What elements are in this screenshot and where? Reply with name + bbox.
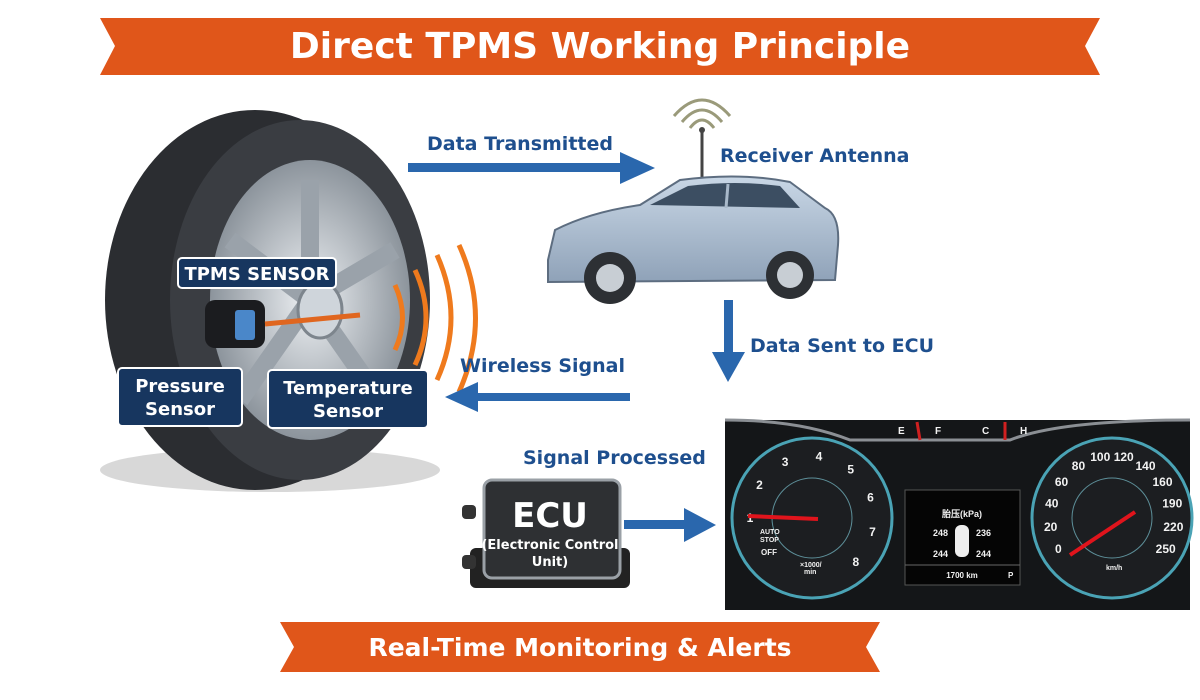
front-left-pressure: 248 [933,528,948,538]
temp-c: C [982,426,989,437]
fuel-e: E [898,426,905,437]
pressure-sensor-label: Pressure Sensor [117,367,243,427]
speed-tick-label: 0 [1055,542,1062,556]
tach-tick-label: 6 [867,491,874,505]
page-title: Direct TPMS Working Principle [290,26,910,67]
tire-pressure-title: 胎压(kPa) [941,508,982,519]
signal-processed-label: Signal Processed [523,447,706,469]
instrument-cluster: E F C H 12345678 AUTO STOP OFF ×1000/ mi… [724,418,1194,610]
receiver-antenna-label: Receiver Antenna [720,145,910,167]
ecu-title: ECU [512,496,588,536]
speed-tick-label: 220 [1163,520,1183,534]
auto-stop-2: STOP [760,537,779,544]
auto-stop-1: AUTO [760,529,780,536]
speed-tick-label: 100 [1090,450,1110,464]
rear-left-pressure: 244 [933,549,948,559]
title-banner: Direct TPMS Working Principle [100,18,1100,75]
temperature-sensor-label: Temperature Sensor [267,369,429,429]
tach-tick-label: 5 [847,463,854,477]
speed-tick-label: 60 [1055,475,1069,489]
tachometer: 12345678 AUTO STOP OFF ×1000/ min [730,436,894,600]
speed-tick-label: 140 [1136,459,1156,473]
speed-tick-label: 80 [1072,459,1086,473]
fuel-f: F [935,426,941,437]
pressure-sensor-text-2: Sensor [145,399,215,420]
odometer: 1700 km [946,571,978,580]
ecu-to-dashboard-arrow-icon [624,508,716,542]
tach-tick-label: 4 [816,449,823,463]
tach-unit-1: ×1000/ [800,562,822,569]
tpms-sensor-text: TPMS SENSOR [184,264,329,285]
speed-tick-label: 190 [1162,496,1182,510]
ecu-subtitle-1: (Electronic Control [481,538,618,553]
tach-tick-label: 2 [756,478,763,492]
left-arrow-icon [445,382,630,412]
temp-h: H [1020,426,1027,437]
tach-unit-2: min [804,569,816,576]
down-arrow-icon [712,300,745,382]
tach-tick-label: 8 [852,555,859,569]
wireless-signal-label: Wireless Signal [460,355,625,377]
right-arrow-icon [408,152,655,184]
temperature-sensor-text-1: Temperature [283,378,412,399]
pressure-sensor-text-1: Pressure [135,376,225,397]
tpms-sensor-device [205,300,361,348]
rear-right-pressure: 244 [976,549,991,559]
speed-tick-label: 20 [1044,520,1058,534]
footer-title: Real-Time Monitoring & Alerts [368,633,791,662]
auto-stop-off: OFF [761,548,777,557]
tire-pressure-display: 胎压(kPa) 248 236 244 244 1700 km P [904,489,1021,586]
footer-banner: Real-Time Monitoring & Alerts [280,622,880,672]
ecu-subtitle-2: Unit) [532,555,568,570]
speed-tick-label: 250 [1156,542,1176,556]
antenna-icon [672,98,732,178]
ecu-module: ECU (Electronic Control Unit) [462,478,630,588]
car-illustration [547,175,840,304]
tpms-sensor-label: TPMS SENSOR [177,257,337,289]
wireless-waves-icon [392,243,478,394]
car-top-view-icon [955,525,969,557]
gear-indicator: P [1008,571,1014,580]
temperature-sensor-text-2: Sensor [313,401,383,422]
speed-tick-label: 160 [1152,475,1172,489]
speed-tick-label: 120 [1114,450,1134,464]
front-right-pressure: 236 [976,528,991,538]
speed-unit: km/h [1106,565,1122,572]
tach-tick-label: 3 [782,455,789,469]
data-transmitted-label: Data Transmitted [427,133,613,155]
speed-tick-label: 40 [1045,496,1059,510]
tach-tick-label: 7 [869,525,876,539]
data-sent-to-ecu-label: Data Sent to ECU [750,335,934,357]
tire-illustration [100,110,440,492]
